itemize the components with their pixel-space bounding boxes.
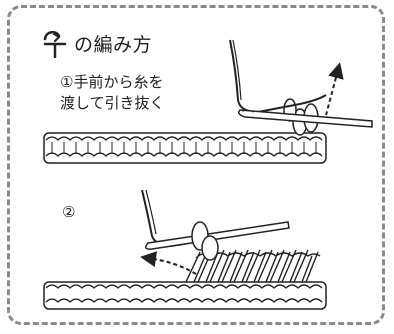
dashed-frame <box>7 5 385 325</box>
step1-illustration <box>43 39 373 164</box>
step1-yarn <box>229 39 327 114</box>
title-text: の編み方 <box>74 33 153 56</box>
step1-crochet-hook <box>238 109 373 128</box>
step2-label: ② <box>62 203 76 221</box>
step2-illustration <box>43 189 327 310</box>
step2-crochet-hook <box>145 221 290 261</box>
step1-line2: 渡して引き抜く <box>60 94 165 112</box>
step1-instruction: ①手前から糸を 渡して引き抜く <box>60 72 165 114</box>
step1-fabric <box>43 132 327 164</box>
step2-direction-arrow <box>140 251 197 275</box>
step2-fabric <box>43 281 327 310</box>
step1-direction-arrow <box>325 62 344 116</box>
step1-line1: ①手前から糸を <box>60 73 164 91</box>
page-title: の編み方 <box>40 28 152 58</box>
crochet-stitch-symbol-icon <box>43 30 67 58</box>
